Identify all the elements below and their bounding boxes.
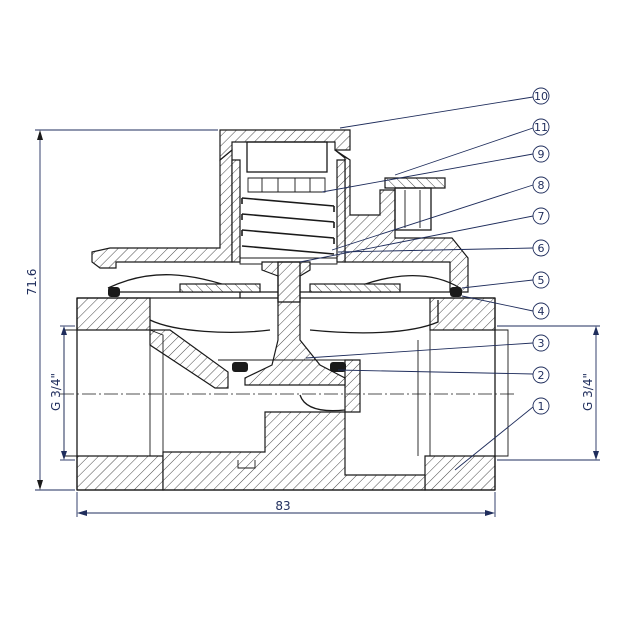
callout-4-label: 4 — [538, 305, 545, 318]
dimension-height: 71.6 — [25, 129, 218, 491]
dimension-inlet-thread: G 3/4" — [49, 373, 63, 411]
callout-3: 3 — [305, 334, 550, 359]
callout-5-label: 5 — [538, 274, 545, 287]
callout-11: 11 — [394, 118, 550, 176]
callout-10-label: 10 — [534, 90, 548, 103]
diaphragm-assembly — [107, 261, 462, 386]
callout-8-label: 8 — [538, 179, 545, 192]
callout-7: 7 — [299, 207, 550, 263]
dimension-outlet: G 3/4" — [497, 325, 600, 461]
callout-3-label: 3 — [538, 337, 545, 350]
callout-8: 8 — [331, 176, 550, 251]
dimension-outlet-thread: G 3/4" — [581, 373, 595, 411]
callout-9-label: 9 — [538, 148, 545, 161]
valve-body — [63, 297, 509, 491]
dimension-inlet: G 3/4" — [49, 325, 75, 461]
callout-5: 5 — [461, 271, 550, 289]
callout-10: 10 — [339, 87, 550, 129]
callout-1-label: 1 — [538, 400, 545, 413]
dimension-length-value: 83 — [275, 499, 290, 513]
callout-7-label: 7 — [538, 210, 545, 223]
callout-11-label: 11 — [534, 121, 548, 134]
dimension-height-value: 71.6 — [25, 269, 39, 296]
callout-4: 4 — [461, 295, 550, 320]
valve-cover — [91, 129, 469, 293]
callout-1: 1 — [454, 397, 550, 471]
dimension-length: 83 — [76, 492, 496, 517]
callout-6: 6 — [337, 239, 550, 257]
callout-9: 9 — [321, 145, 550, 193]
callout-2: 2 — [337, 366, 550, 384]
callout-6-label: 6 — [538, 242, 545, 255]
callout-2-label: 2 — [538, 369, 545, 382]
